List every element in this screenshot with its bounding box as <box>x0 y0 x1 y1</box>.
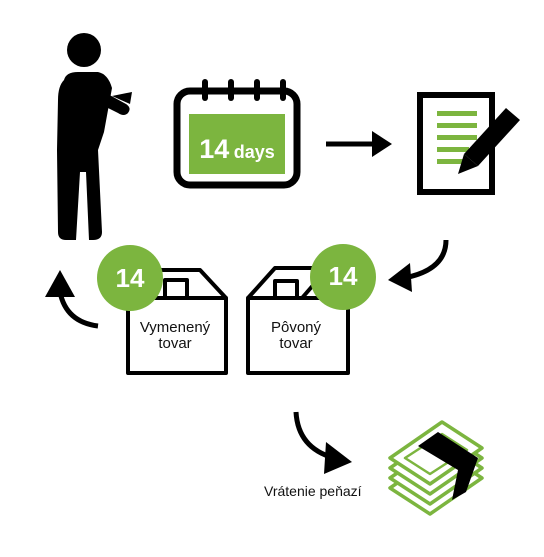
money-band-icon <box>418 432 478 500</box>
person-icon <box>57 33 132 240</box>
calendar-unit: days <box>233 142 275 162</box>
exchanged-label-line2: tovar <box>158 335 192 353</box>
badge-exchanged-number: 14 <box>115 263 145 293</box>
badge-original-number: 14 <box>328 261 358 291</box>
calendar-number: 14 <box>199 134 230 164</box>
refund-label: Vrátenie peňazí <box>264 483 362 499</box>
original-box-icon <box>246 266 350 375</box>
original-label-line1: Pôvoný <box>270 319 322 336</box>
original-box-label: Pôvoný tovar <box>255 319 337 353</box>
badge-original <box>310 244 376 310</box>
calendar-days-text: 14 days <box>189 131 285 167</box>
original-label-line2: tovar <box>279 335 313 353</box>
badge-exchanged <box>97 245 163 311</box>
exchanged-label-line1: Vymenený <box>139 319 211 336</box>
calendar-icon <box>173 79 301 189</box>
exchanged-box-label: Vymenený tovar <box>134 319 216 353</box>
right-arrow-icon <box>326 131 392 157</box>
document-pen-icon <box>417 92 520 195</box>
curved-arrow-icon <box>388 239 449 292</box>
refund-arrow-icon <box>293 411 352 474</box>
back-arrow-icon <box>45 270 99 329</box>
